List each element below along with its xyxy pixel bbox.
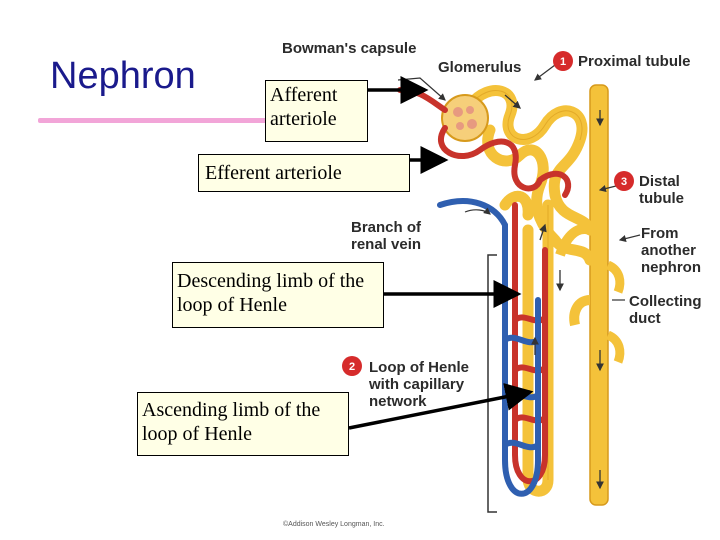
callout-ascending-limb: Ascending limb of the loop of Henle [137,392,349,456]
label-loop-line1: Loop of Henle [369,359,469,376]
label-from-line2: another [641,242,696,259]
callout-arrows [348,76,534,430]
label-loop-line3: network [369,393,427,410]
label-distal-line1: Distal [639,173,680,190]
title-underline [38,118,270,123]
label-from-line3: nephron [641,259,701,276]
badge-1 [553,51,573,71]
artery-network [397,87,572,485]
ascending-arrow [348,383,534,430]
copyright-notice: ©Addison Wesley Longman, Inc. [283,520,385,528]
label-from-line1: From [641,225,679,242]
badge-3 [614,171,634,191]
label-collecting-line1: Collecting [629,293,702,310]
badge-2 [342,356,362,376]
badge-2-number: 2 [349,361,355,373]
glomerulus [441,94,489,142]
collecting-duct [555,84,625,506]
callout-afferent-arteriole: Afferent arteriole [265,80,368,142]
label-collecting-line2: duct [629,310,661,327]
badge-3-number: 3 [621,176,627,188]
label-loop-line2: with capillary [368,376,465,393]
callout-descending-limb: Descending limb of the loop of Henle [172,262,384,328]
badge-1-number: 1 [560,56,566,68]
flow-arrows [504,94,604,490]
label-renal-vein-line2: renal vein [351,236,421,253]
callout-efferent-arteriole: Efferent arteriole [198,154,410,192]
label-bowmans-capsule: Bowman's capsule [282,40,416,57]
label-renal-vein-line1: Branch of [351,219,422,236]
label-distal-line2: tubule [639,190,684,207]
label-glomerulus: Glomerulus [438,59,521,76]
nephron-bracket [487,254,497,513]
page-title: Nephron [50,55,196,97]
label-proximal-tubule: Proximal tubule [578,53,691,70]
